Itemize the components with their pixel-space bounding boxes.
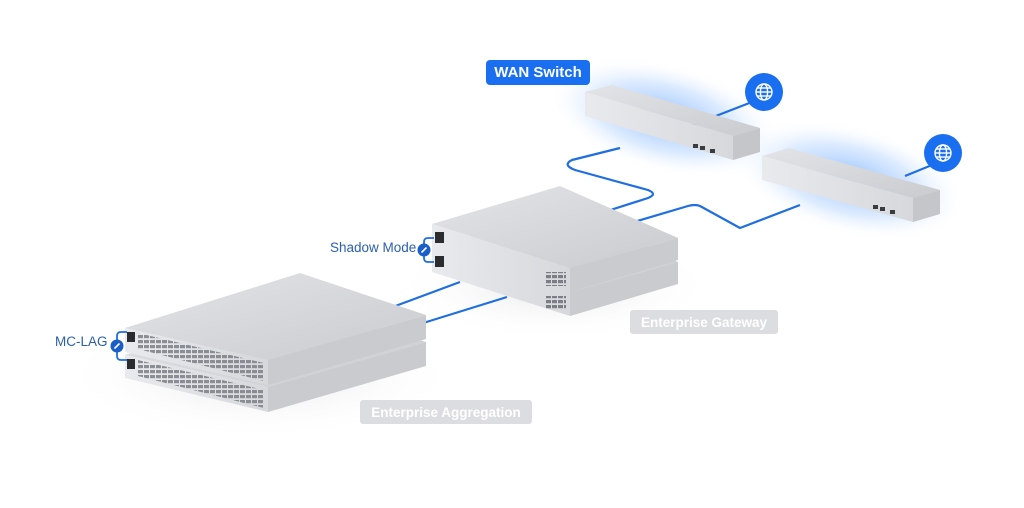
enterprise-aggregation-label: Enterprise Aggregation xyxy=(360,400,532,424)
enterprise-gateway-label: Enterprise Gateway xyxy=(630,310,778,334)
globe-icon xyxy=(745,73,783,111)
link-wan2-gateway xyxy=(633,163,933,230)
wan-switch-1[interactable] xyxy=(585,85,760,160)
wan-switch-label: WAN Switch xyxy=(486,60,590,85)
connections xyxy=(389,100,933,326)
globe-icon xyxy=(924,134,962,172)
link-icon xyxy=(110,339,124,353)
wan-switch-2[interactable] xyxy=(762,148,940,222)
gateway-1[interactable] xyxy=(432,186,678,292)
link-gateway-aggregation-1 xyxy=(389,280,461,310)
aggregation-1[interactable] xyxy=(125,273,426,385)
mc-lag-label: MC-LAG xyxy=(55,334,108,349)
shadow-mode-label: Shadow Mode xyxy=(330,240,417,255)
link-icon xyxy=(417,243,431,257)
link-gateway-aggregation-2 xyxy=(419,295,508,326)
